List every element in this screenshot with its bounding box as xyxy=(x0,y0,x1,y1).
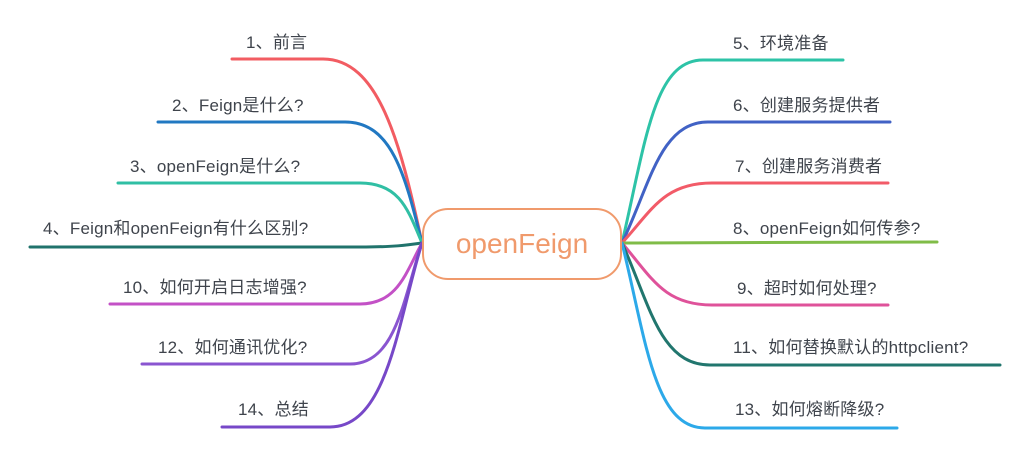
branch-topic-right-2[interactable]: 6、创建服务提供者 xyxy=(733,96,881,115)
branch-topic-right-7[interactable]: 13、如何熔断降级? xyxy=(735,400,885,419)
branch-topic-right-6[interactable]: 11、如何替换默认的httpclient? xyxy=(733,338,969,357)
branch-topic-left-7[interactable]: 14、总结 xyxy=(238,400,309,419)
branch-topic-right-1[interactable]: 5、环境准备 xyxy=(733,34,829,53)
branch-line-left-1 xyxy=(230,57,424,245)
branch-line-right-5 xyxy=(620,241,890,307)
branch-line-right-6 xyxy=(620,241,1002,367)
branch-line-left-5 xyxy=(108,241,424,306)
central-topic-node[interactable]: openFeign xyxy=(422,208,622,280)
branch-line-right-3 xyxy=(620,181,890,245)
branch-topic-left-3[interactable]: 3、openFeign是什么? xyxy=(130,157,301,176)
branch-topic-left-6[interactable]: 12、如何通讯优化? xyxy=(158,338,308,357)
branch-line-left-4 xyxy=(28,241,424,249)
branch-line-right-7 xyxy=(620,241,899,430)
branch-topic-left-2[interactable]: 2、Feign是什么? xyxy=(172,96,304,115)
branch-line-right-2 xyxy=(620,120,892,245)
branch-line-left-7 xyxy=(220,241,424,429)
branch-line-left-2 xyxy=(156,120,424,245)
branch-line-left-3 xyxy=(116,181,424,245)
branch-topic-left-4[interactable]: 4、Feign和openFeign有什么区别? xyxy=(43,219,309,238)
branch-topic-right-5[interactable]: 9、超时如何处理? xyxy=(737,279,877,298)
branch-topic-right-3[interactable]: 7、创建服务消费者 xyxy=(735,157,883,176)
branch-topic-left-5[interactable]: 10、如何开启日志增强? xyxy=(123,278,307,297)
branch-topic-right-4[interactable]: 8、openFeign如何传参? xyxy=(733,219,921,238)
branch-line-right-4 xyxy=(620,240,939,245)
branch-line-right-1 xyxy=(620,58,845,245)
branch-topic-left-1[interactable]: 1、前言 xyxy=(246,33,308,52)
